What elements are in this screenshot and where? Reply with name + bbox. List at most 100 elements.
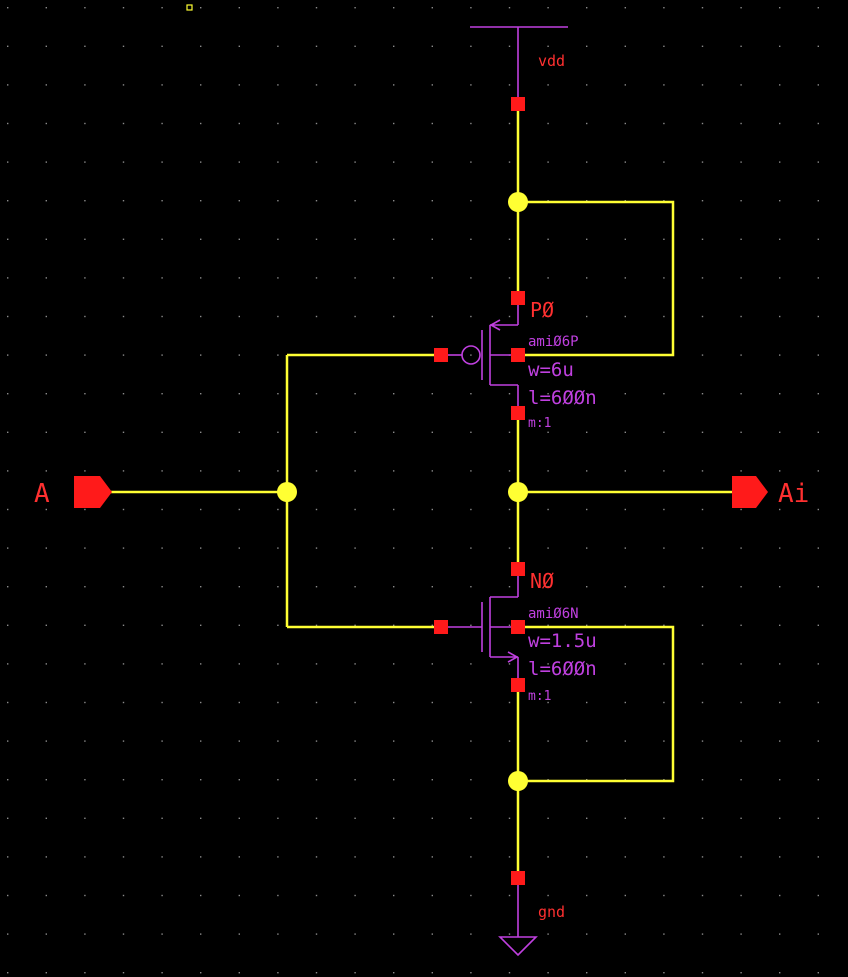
grid-dot: [45, 586, 47, 588]
grid-dot: [817, 701, 819, 704]
gnd-symbol[interactable]: [498, 882, 538, 957]
grid-dot: [238, 933, 240, 935]
grid-dot: [45, 315, 47, 318]
grid-dot: [624, 508, 626, 511]
pin-nmos-bulk[interactable]: [511, 620, 525, 634]
grid-dot: [817, 431, 819, 433]
grid-dot: [701, 894, 704, 897]
grid-dot: [122, 354, 125, 356]
grid-dot: [161, 817, 163, 819]
pin-nmos-gate[interactable]: [434, 620, 448, 634]
grid-dot: [200, 586, 202, 588]
pin-nmos-drain[interactable]: [511, 562, 525, 576]
vdd-symbol[interactable]: [470, 26, 568, 100]
output-pin-shape[interactable]: [732, 476, 768, 508]
grid-dot: [470, 663, 472, 665]
grid-dot: [84, 7, 86, 9]
grid-dot: [470, 84, 472, 86]
grid-dot: [547, 393, 549, 395]
grid-dot: [122, 933, 125, 935]
pin-nmos-source[interactable]: [511, 678, 525, 692]
grid-dot: [740, 84, 742, 86]
grid-dot: [586, 315, 588, 318]
wire-pmos-bulk[interactable]: [518, 200, 675, 357]
grid-dot: [161, 663, 163, 665]
grid-dot: [393, 161, 395, 163]
grid-dot: [354, 972, 356, 974]
grid-dot: [315, 740, 318, 742]
grid-dot: [200, 277, 202, 279]
grid-dot: [200, 354, 202, 356]
grid-dot: [7, 393, 9, 395]
grid-dot: [84, 894, 86, 897]
grid-dot: [393, 7, 395, 9]
grid-dot: [547, 663, 549, 665]
grid-dot: [779, 779, 781, 781]
grid-dot: [547, 779, 549, 781]
grid-dot: [624, 315, 626, 318]
grid-dot: [431, 547, 433, 549]
grid-dot: [45, 45, 47, 47]
grid-dot: [84, 277, 86, 279]
junction-input[interactable]: [277, 482, 297, 502]
grid-dot: [393, 856, 395, 858]
grid-dot: [508, 624, 511, 626]
junction-gnd-bulk[interactable]: [508, 771, 528, 791]
grid-dot: [663, 933, 665, 935]
input-pin-shape[interactable]: [74, 476, 112, 508]
pin-gnd[interactable]: [511, 871, 525, 885]
pin-vdd[interactable]: [511, 97, 525, 111]
grid-dot: [45, 431, 47, 433]
pin-pmos-source[interactable]: [511, 291, 525, 305]
junction-output[interactable]: [508, 482, 528, 502]
nmos-transistor[interactable]: [447, 575, 519, 680]
grid-dot: [277, 470, 279, 472]
grid-dot: [315, 122, 318, 125]
grid-dot: [161, 933, 163, 935]
pmos-transistor[interactable]: [447, 303, 519, 408]
junction-vdd-bulk[interactable]: [508, 192, 528, 212]
grid-dot: [547, 972, 549, 974]
grid-dot: [431, 856, 433, 858]
grid-dot: [7, 354, 9, 356]
grid-dot: [508, 45, 511, 47]
grid-dot: [547, 508, 549, 511]
grid-dot: [431, 84, 433, 86]
grid-dot: [7, 161, 9, 163]
grid-dot: [817, 7, 819, 9]
grid-dot: [7, 779, 9, 781]
grid-dot: [508, 431, 511, 433]
grid-dot: [7, 933, 9, 935]
grid-dot: [393, 586, 395, 588]
grid-dot: [779, 393, 781, 395]
pin-pmos-gate[interactable]: [434, 348, 448, 362]
grid-dot: [431, 161, 433, 163]
grid-dot: [508, 238, 511, 240]
grid-dot: [45, 200, 47, 202]
grid-dot: [84, 84, 86, 86]
grid-dot: [624, 200, 626, 202]
grid-dot: [45, 238, 47, 240]
pin-pmos-bulk[interactable]: [511, 348, 525, 362]
grid-dot: [122, 972, 125, 974]
wire-nmos-bulk[interactable]: [518, 625, 675, 783]
grid-dot: [277, 45, 279, 47]
grid-dot: [277, 431, 279, 433]
grid-dot: [238, 586, 240, 588]
grid-dot: [238, 663, 240, 665]
grid-dot: [663, 277, 665, 279]
grid-dot: [740, 470, 742, 472]
grid-dot: [200, 7, 202, 9]
grid-dot: [740, 972, 742, 974]
grid-dot: [45, 393, 47, 395]
grid-dot: [7, 277, 9, 279]
grid-dot: [701, 315, 704, 318]
grid-dot: [393, 508, 395, 511]
pin-pmos-drain[interactable]: [511, 406, 525, 420]
grid-dot: [45, 779, 47, 781]
grid-dot: [740, 238, 742, 240]
grid-dot: [431, 894, 433, 897]
grid-dot: [547, 547, 549, 549]
grid-dot: [586, 200, 588, 202]
